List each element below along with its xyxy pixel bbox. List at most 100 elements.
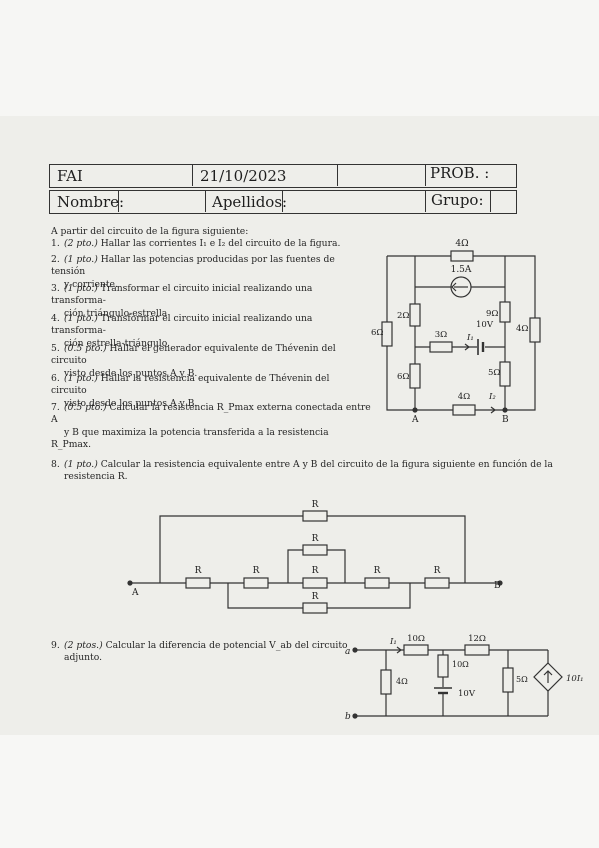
surname-label: Apellidos:: [212, 193, 288, 211]
node-a-dot: [127, 580, 133, 586]
node-a-label: A: [131, 588, 139, 598]
header-divider: [205, 190, 206, 212]
prob-label: PROB. :: [430, 164, 490, 182]
arrow-head: [464, 343, 470, 351]
resistor-10-top: [403, 644, 429, 656]
resistor-5: [502, 667, 514, 693]
circuit-3-diagram: a b I₁ 10Ω 12Ω 4Ω 10Ω 10V 5Ω 10I₁: [345, 634, 584, 722]
gap: [477, 337, 485, 357]
resistor-r-top: [302, 510, 328, 522]
arrow-head: [451, 282, 457, 292]
question-text: Hallar las corrientes I₁ e I₂ del circui…: [100, 238, 341, 249]
label: I₁: [466, 333, 474, 343]
label: 10I₁: [566, 674, 584, 684]
resistor-r-mid: [302, 577, 328, 589]
question-number: 5.: [51, 343, 60, 354]
label: I₂: [488, 392, 496, 402]
header-divider: [425, 190, 426, 212]
question-number: 3.: [51, 283, 60, 294]
circuit-1-diagram: 4Ω 1.5A 6Ω 4Ω 2Ω 6Ω 9Ω 10V 5Ω 3Ω I₁ 4Ω I…: [371, 239, 541, 425]
question-number: 4.: [51, 313, 60, 324]
node-a-label: A: [411, 415, 419, 425]
question-number: 8.: [51, 459, 60, 470]
question-1: 1. (2 pto.) Hallar las corrientes I₁ e I₂…: [51, 238, 361, 250]
question-number: 2.: [51, 254, 60, 265]
question-points: (1 pto.): [64, 459, 98, 470]
date-label: 21/10/2023: [200, 167, 287, 185]
intro-text: A partir del circuito de la figura sigui…: [51, 226, 249, 237]
resistor-r-3: [364, 577, 390, 589]
arrow-head: [396, 646, 402, 654]
name-label: Nombre:: [57, 193, 125, 211]
resistor-2: [409, 303, 421, 327]
question-text: Hallar el generador equivalente de Théve…: [51, 343, 336, 367]
label: R: [195, 566, 202, 576]
question-points: (1 pto.): [64, 283, 98, 294]
question-points: (1 pto.): [64, 254, 98, 265]
wire: [386, 255, 536, 411]
header-divider: [490, 190, 491, 212]
node-b-dot: [502, 407, 508, 413]
question-5: 5. (0.5 pto.) Hallar el generador equival…: [51, 343, 366, 380]
question-points: (1 pto.): [64, 373, 98, 384]
label: 6Ω: [371, 328, 383, 338]
question-number: 7.: [51, 402, 60, 413]
question-text: ción estrella-triángulo.: [64, 337, 171, 349]
label: 6Ω: [397, 372, 409, 382]
question-9: 9.(2 ptos.) Calcular la diferencia de po…: [51, 640, 351, 665]
label: 10Ω: [407, 634, 425, 644]
resistor-6-inner: [409, 363, 421, 389]
header-row-1: [49, 164, 517, 188]
header-divider: [192, 164, 193, 186]
header-divider: [282, 190, 283, 212]
label: R: [374, 566, 381, 576]
node-b-dot: [352, 713, 358, 719]
question-7: 7. (0.5 pto.) Calcular la resistencia R_P…: [51, 402, 371, 452]
node-a-dot: [352, 647, 358, 653]
question-text: visto desde los puntos A y B.: [64, 397, 198, 409]
resistor-3: [429, 341, 453, 353]
question-text: Transformar el circuito inicial realizan…: [51, 283, 313, 307]
question-number: 1.: [51, 238, 60, 249]
question-points: (2 pto.): [64, 238, 98, 249]
resistor-4: [380, 669, 392, 695]
label: 12Ω: [468, 634, 486, 644]
course-label: FAI: [57, 167, 83, 185]
node-a-label: a: [345, 647, 350, 657]
node-b-label: B: [502, 415, 509, 425]
question-number: 6.: [51, 373, 60, 384]
question-text: resistencia R.: [64, 471, 128, 483]
label: R: [312, 534, 319, 544]
question-text: y corriente.: [64, 278, 118, 290]
question-text: Transformar el circuito inicial realizan…: [51, 313, 313, 337]
question-points: (2 ptos.): [64, 640, 103, 651]
resistor-right-outer: [529, 317, 541, 343]
label: 9Ω: [486, 309, 498, 319]
question-text: Calcular la diferencia de potencial V_ab…: [105, 640, 348, 651]
question-8: 8.(1 pto.) Calcular la resistencia equiv…: [51, 459, 571, 484]
header-divider: [118, 190, 119, 212]
label: 1.5A: [451, 265, 472, 275]
exam-sheet: [0, 116, 599, 735]
label: 5Ω: [488, 368, 500, 378]
label: 4Ω: [396, 677, 408, 686]
question-text: adjunto.: [64, 652, 103, 664]
label: 3Ω: [435, 330, 447, 340]
question-text: y B que maximiza la potencia transferida…: [51, 426, 329, 451]
label: 4Ω: [455, 239, 468, 249]
question-text: Calcular la resistencia R_Pmax externa c…: [51, 402, 371, 426]
label: 2Ω: [397, 311, 409, 321]
node-a-dot: [412, 407, 418, 413]
resistor-left-outer: [381, 321, 393, 347]
question-text: visto desde los puntos A y B.: [64, 367, 198, 379]
resistor-4-bottom: [452, 404, 476, 416]
label: R: [312, 592, 319, 602]
question-points: (0.5 pto.): [64, 402, 107, 413]
label: 10V: [458, 689, 476, 699]
resistor-top: [450, 250, 474, 262]
label: 4Ω: [516, 324, 528, 334]
question-points: (0.5 pto.): [64, 343, 107, 354]
question-6: 6.(1 pto.) Hallar la resistencia equival…: [51, 373, 366, 410]
label: R: [312, 566, 319, 576]
background-bottom: [0, 735, 599, 848]
